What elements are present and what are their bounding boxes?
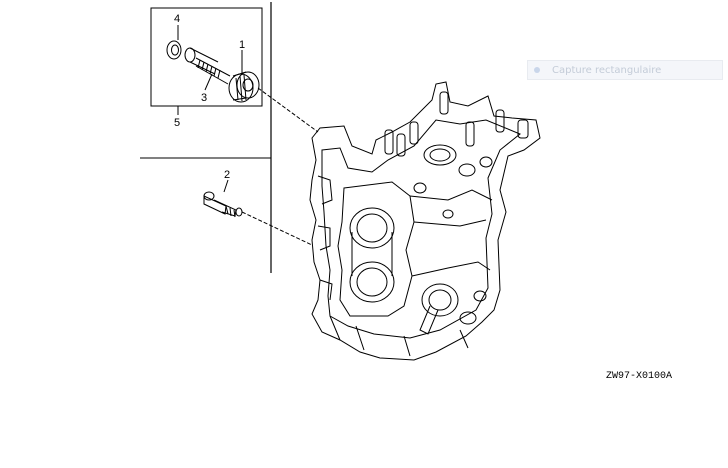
engine-block bbox=[309, 81, 541, 361]
plug-part-2 bbox=[203, 191, 243, 218]
callout-3: 3 bbox=[201, 92, 207, 104]
part-group-box bbox=[150, 7, 263, 107]
callout-2: 2 bbox=[224, 169, 230, 181]
capture-tooltip[interactable]: Capture rectangulaire bbox=[527, 60, 723, 80]
diagram-code: ZW97-X0100A bbox=[606, 371, 672, 382]
seal-ring-part-4 bbox=[166, 40, 182, 60]
gear-part-1 bbox=[228, 71, 260, 103]
callout-5: 5 bbox=[174, 117, 180, 129]
callout-4: 4 bbox=[174, 13, 180, 25]
capture-tooltip-label: Capture rectangulaire bbox=[552, 64, 662, 76]
capture-dot-icon bbox=[534, 67, 540, 73]
callout-1: 1 bbox=[239, 39, 245, 51]
shaft-part-3 bbox=[184, 47, 231, 85]
